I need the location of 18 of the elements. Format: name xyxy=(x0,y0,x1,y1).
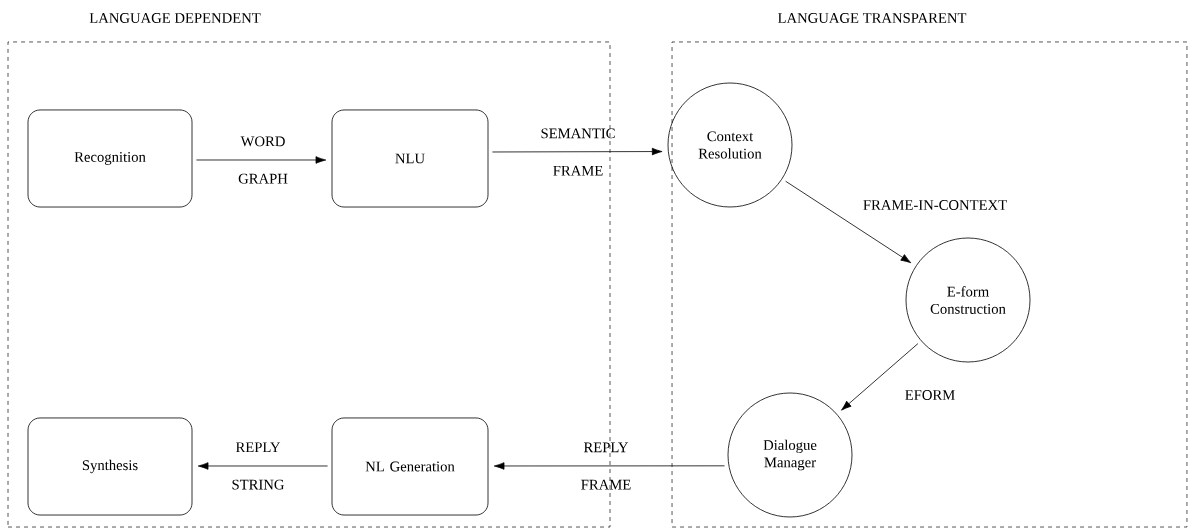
panel-heading: LANGUAGE TRANSPARENT xyxy=(777,13,967,23)
arrow xyxy=(197,462,328,470)
edge-label: FRAME-IN-CONTEXT xyxy=(863,200,1007,210)
process-box: NL Generation xyxy=(331,417,489,516)
process-box: NLU xyxy=(331,109,489,208)
arrow xyxy=(841,343,919,411)
edge-label: REPLY STRING xyxy=(232,442,284,490)
process-box: Recognition xyxy=(27,109,193,208)
arrow xyxy=(196,156,327,164)
arrow xyxy=(492,147,663,156)
process-box: Synthesis xyxy=(27,417,193,516)
panel-heading: LANGUAGE DEPENDENT xyxy=(89,13,261,23)
edge-label: SEMANTIC FRAME xyxy=(541,128,615,176)
arrow xyxy=(785,180,912,264)
edge-label: WORD GRAPH xyxy=(238,136,288,184)
edge-label: REPLY FRAME xyxy=(581,442,631,490)
arrow xyxy=(493,462,725,470)
edge-label: EFORM xyxy=(905,390,955,400)
